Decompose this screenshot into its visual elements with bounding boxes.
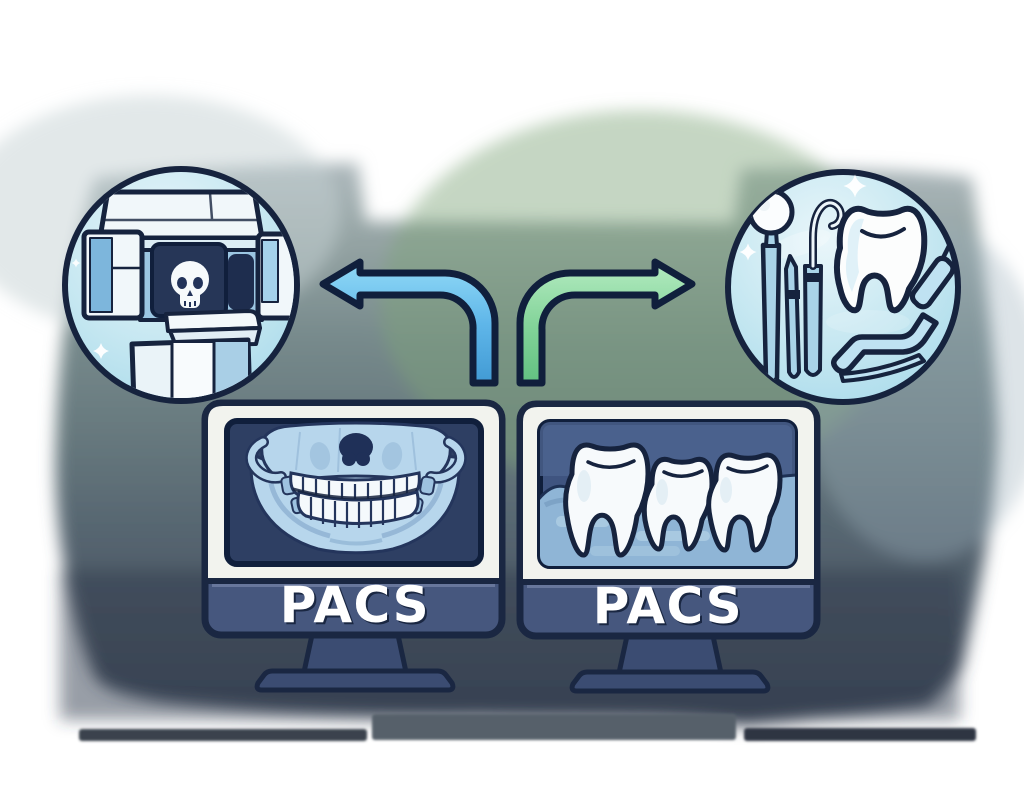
scanner-tray-top	[164, 309, 262, 333]
monitor-right: PACS PACS	[516, 400, 821, 694]
scanner-tower-right-panel	[261, 239, 279, 303]
monitor-left-neck	[301, 632, 409, 675]
tooth-shade	[845, 218, 864, 292]
handpiece-tip	[940, 239, 954, 261]
mirror-handle	[760, 242, 782, 385]
dark-bottom-tint	[60, 570, 960, 720]
dental-tools-node	[725, 169, 961, 405]
monitor-right-base	[569, 669, 771, 694]
pacs-label-left: PACS	[280, 576, 430, 634]
skull-eye-right	[193, 277, 203, 289]
jaw-upper-teeth-separators	[301, 477, 409, 504]
jaw-chin-crease	[329, 538, 383, 546]
skull-shape	[171, 261, 209, 308]
chair-seat	[831, 312, 939, 375]
skull-nose	[187, 290, 193, 296]
scanner-node	[62, 166, 300, 404]
scaler-shaft	[803, 264, 823, 377]
scanner-opening-tab	[228, 254, 254, 310]
jaw-lower-teeth-separators	[309, 497, 397, 528]
scanner-canopy-seam	[103, 192, 259, 222]
tooth-occlusal-line-2	[662, 469, 704, 478]
scanner-tower-left-panel	[89, 237, 113, 313]
dental-scaler-icon	[803, 198, 845, 377]
arrow-to-scanner	[319, 258, 499, 387]
chair-rail	[839, 353, 926, 383]
arrow-to-dental-tools	[516, 258, 696, 387]
scanner-cabinet-seams	[170, 342, 216, 398]
elbow-arrow-right-icon	[516, 258, 696, 387]
monitor-left: PACS PACS	[201, 399, 506, 693]
jaw-cheek-shade-left	[309, 442, 331, 470]
gum-highlight	[590, 546, 680, 556]
jaw-maxilla-streaks	[295, 427, 417, 473]
floor-shadow-strip-center	[372, 714, 736, 740]
tooth-icon	[834, 205, 928, 314]
floor-shadow-strip-right	[744, 728, 976, 741]
scanner-cabinet-panel-mid	[172, 343, 214, 398]
pacs-label-right: PACS	[593, 577, 743, 635]
panoramic-jaw-xray-icon	[245, 421, 467, 555]
jaw-hook-right	[427, 438, 465, 482]
tooth-crown-shade	[577, 470, 591, 502]
scaler-hook-inner	[811, 201, 843, 268]
tooth-occlusal-line	[860, 227, 906, 239]
tooth-occlusal-line-3	[726, 464, 769, 474]
pacs-label-right-shadow: PACS	[595, 579, 745, 637]
floor-shadow-strip-left	[79, 729, 367, 741]
skull-icon	[171, 261, 209, 308]
tooth-crown-shade	[656, 479, 668, 505]
jaw-nasal-aperture	[339, 433, 373, 466]
skull-teeth	[184, 301, 196, 307]
jaw-bite-line	[292, 487, 418, 500]
probe-band	[785, 290, 800, 299]
molar-teeth-xray-icon	[540, 422, 795, 566]
monitor-right-bar-highlight	[527, 583, 810, 588]
tooth-occlusal-line-1	[586, 459, 636, 469]
dental-chair-icon	[831, 312, 939, 383]
elbow-arrow-left-icon	[319, 258, 499, 387]
jaw-cheek-shade-right	[381, 442, 403, 470]
dental-probe-icon	[784, 254, 801, 379]
tooth-crown-shade	[720, 477, 732, 503]
dental-handpiece-icon	[909, 239, 956, 310]
pacs-label-left-shadow: PACS	[282, 578, 432, 636]
monitor-left-bar-highlight	[212, 582, 495, 587]
scaler-band	[804, 273, 822, 282]
floor-shadow	[79, 714, 976, 741]
monitor-right-neck	[616, 633, 724, 676]
highlight-streak	[826, 310, 910, 334]
jaw-molar-patch	[419, 475, 436, 496]
probe-body	[784, 254, 801, 379]
monitor-left-base	[254, 668, 456, 693]
skull-eye-left	[177, 277, 187, 289]
jaw-hook-left	[247, 438, 285, 482]
